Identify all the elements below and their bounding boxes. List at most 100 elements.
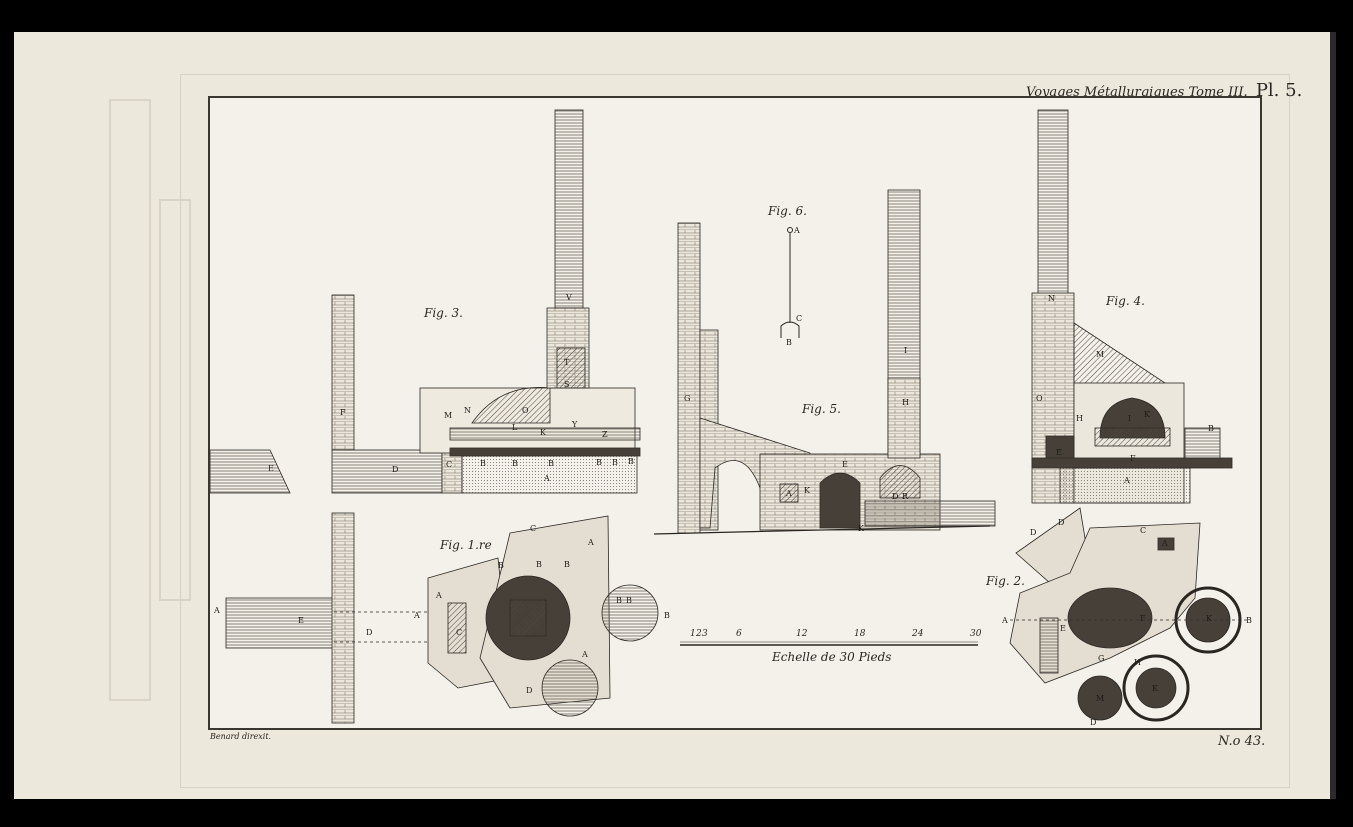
- bleed-through-ghost: [109, 99, 191, 701]
- fig1-furnace-plan: [225, 512, 659, 724]
- callout-letter: A: [1002, 616, 1008, 625]
- callout-letter: F: [1130, 454, 1136, 463]
- callout-letter: K: [1152, 684, 1158, 693]
- callout-letter: A: [794, 226, 800, 235]
- callout-letter: K: [804, 486, 810, 495]
- callout-letter: H: [1076, 414, 1083, 423]
- scale-tick: 24: [912, 629, 924, 639]
- fig3-furnace-section: [210, 109, 641, 494]
- callout-letter: M: [444, 411, 453, 420]
- figure-label-5: Fig. 5.: [802, 402, 841, 416]
- callout-letter: C: [530, 524, 537, 533]
- callout-letter: B: [1208, 424, 1214, 433]
- callout-letter: V: [566, 293, 572, 302]
- fig5-furnace-elevation: [653, 189, 996, 535]
- callout-letter: B: [626, 596, 632, 605]
- callout-letter: Z: [602, 430, 608, 439]
- callout-letter: B: [616, 596, 622, 605]
- plate-number-label: Pl. 5.: [1255, 80, 1303, 101]
- callout-letter: A: [588, 538, 594, 547]
- engraver-credit: Benard direxit.: [210, 732, 272, 741]
- scale-bar: [680, 641, 978, 646]
- callout-letter: Y: [572, 420, 578, 429]
- scale-tick: 2: [696, 629, 702, 639]
- callout-letter: L: [512, 423, 518, 432]
- fig6-tool: [780, 227, 800, 338]
- scale-tick: 6: [736, 629, 742, 639]
- callout-letter: B: [612, 458, 618, 467]
- callout-letter: B: [498, 561, 504, 570]
- callout-letter: D: [366, 628, 373, 637]
- callout-letter: B: [786, 338, 792, 347]
- callout-letter: O: [1036, 394, 1043, 403]
- figure-label-2: Fig. 2.: [986, 574, 1025, 588]
- callout-letter: B: [596, 458, 602, 467]
- figure-label-4: Fig. 4.: [1106, 294, 1145, 308]
- callout-letter: K: [540, 428, 546, 437]
- figure-label-3: Fig. 3.: [424, 306, 463, 320]
- callout-letter: R: [902, 492, 909, 501]
- engraving-drawing: [210, 109, 1250, 724]
- callout-letter: D: [1030, 528, 1037, 537]
- callout-letter: C: [1140, 526, 1147, 535]
- callout-letter: C: [796, 314, 803, 323]
- callout-letter: C: [446, 460, 453, 469]
- callout-letter: H: [902, 398, 909, 407]
- callout-letter: D: [1090, 718, 1097, 727]
- callout-letter: K: [1206, 614, 1212, 623]
- callout-letter: D: [1058, 518, 1065, 527]
- fig4-furnace-section: [1031, 109, 1233, 504]
- callout-letter: D: [392, 465, 399, 474]
- callout-letter: B: [664, 611, 670, 620]
- scale-tick: 18: [854, 629, 866, 639]
- callout-letter: K: [858, 524, 864, 533]
- callout-letter: D: [892, 492, 899, 501]
- callout-letter: E: [842, 460, 848, 469]
- callout-letter: A: [544, 474, 550, 483]
- callout-letter: N: [1048, 294, 1055, 303]
- callout-letter: A: [414, 611, 420, 620]
- plate-mark: [180, 74, 1290, 788]
- figure-label-6: Fig. 6.: [768, 204, 807, 218]
- plate-serial-number: N.o 43.: [1218, 734, 1266, 749]
- callout-letter: G: [1098, 654, 1105, 663]
- callout-letter: C: [456, 628, 463, 637]
- callout-letter: B: [512, 459, 518, 468]
- callout-letter: A: [1124, 476, 1130, 485]
- callout-letter: S: [564, 380, 570, 389]
- engraved-plate: Fig. 3. Fig. 1.re Fig. 6. Fig. 5. Fig. 4…: [208, 96, 1262, 730]
- callout-letter: A: [1162, 539, 1168, 548]
- callout-letter: I: [1128, 414, 1132, 423]
- callout-letter: T: [564, 358, 570, 367]
- callout-letter: B: [628, 457, 634, 466]
- callout-letter: M: [1096, 350, 1105, 359]
- callout-letter: E: [1060, 624, 1066, 633]
- callout-letter: B: [1246, 616, 1252, 625]
- callout-letter: B: [536, 560, 542, 569]
- scale-tick: 3: [702, 629, 708, 639]
- callout-letter: A: [214, 606, 220, 615]
- callout-letter: F: [1140, 614, 1146, 623]
- callout-letter: B: [564, 560, 570, 569]
- fig2-furnace-plan: [1009, 507, 1250, 722]
- callout-letter: E: [298, 616, 304, 625]
- callout-letter: N: [464, 406, 471, 415]
- scale-caption: Echelle de 30 Pieds: [772, 650, 892, 664]
- figure-label-1: Fig. 1.re: [440, 538, 492, 552]
- callout-letter: M: [1096, 694, 1105, 703]
- callout-letter: F: [340, 408, 346, 417]
- scale-tick: 12: [796, 629, 808, 639]
- callout-letter: A: [786, 489, 792, 498]
- page-edge: [1330, 32, 1336, 799]
- callout-letter: B: [548, 459, 554, 468]
- scale-tick: 1: [690, 629, 696, 639]
- scale-tick: 30: [970, 629, 982, 639]
- callout-letter: O: [522, 406, 529, 415]
- callout-letter: B: [480, 459, 486, 468]
- callout-letter: A: [582, 650, 588, 659]
- callout-letter: E: [1056, 448, 1062, 457]
- callout-letter: A: [436, 591, 442, 600]
- callout-letter: E: [268, 464, 274, 473]
- callout-letter: G: [684, 394, 691, 403]
- callout-letter: I: [904, 346, 908, 355]
